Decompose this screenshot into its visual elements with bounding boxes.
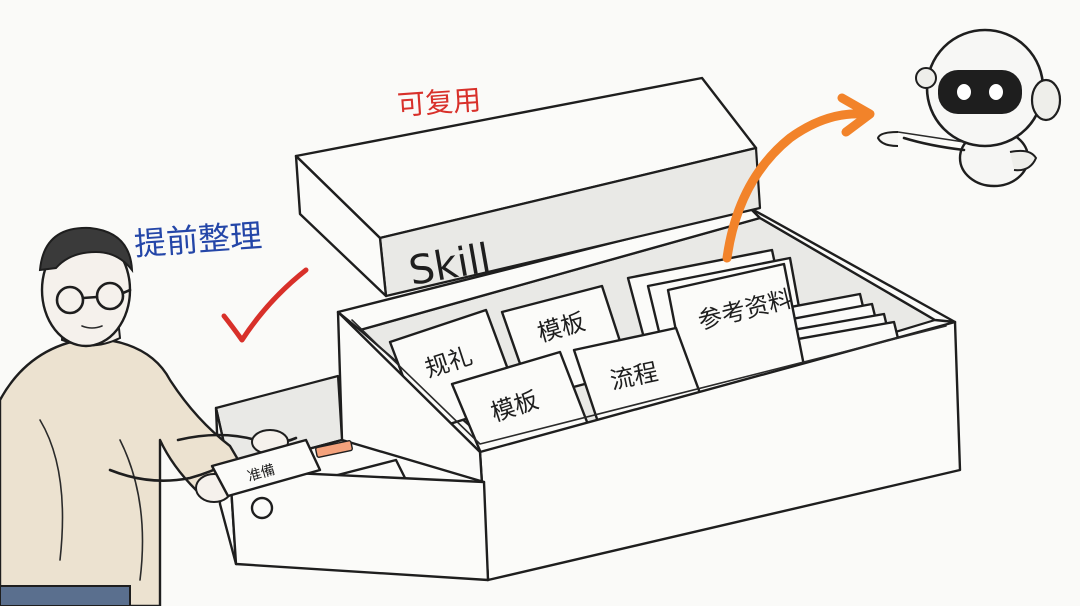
person-illustration: 准備 [0,226,322,606]
arrow-icon [722,93,875,263]
robot-icon [876,28,1062,188]
box-lid: Skill [294,76,762,298]
organize-annotation: 提前整理 [133,216,263,263]
check-icon [221,267,309,343]
drawer: 目标 [214,374,490,582]
held-card: 准備 [210,438,322,498]
skill-box: 规礼 模板 模板 流程 参考资料 [336,206,962,582]
drawer-knob [250,496,274,520]
held-card-label: 准備 [246,462,277,485]
drawer-tab [315,440,353,458]
reusable-annotation: 可复用 [396,83,482,122]
